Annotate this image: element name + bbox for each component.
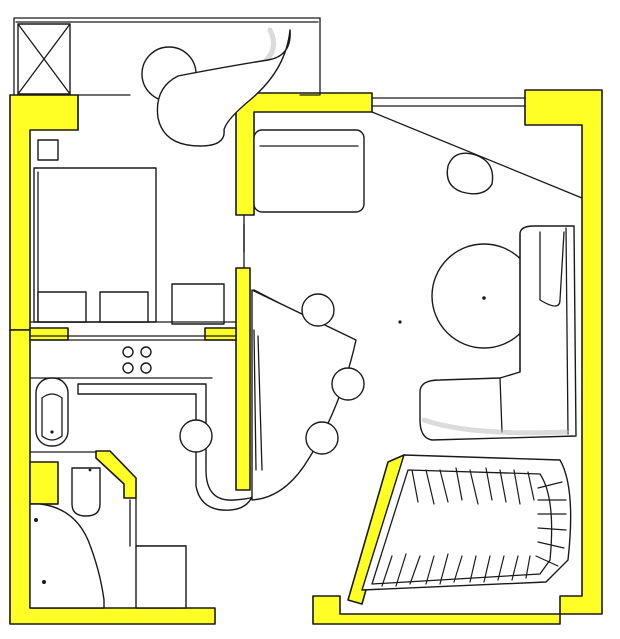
dining (179, 289, 402, 501)
sofa-shading (421, 417, 569, 436)
closet-hangers (381, 467, 567, 587)
toilet-mark (88, 468, 92, 472)
window-top (371, 97, 526, 107)
armchair-icon (253, 129, 365, 213)
bathtub-icon (35, 377, 69, 447)
sofa-seat-line (499, 231, 565, 433)
walls (9, 89, 603, 625)
shower-drain (42, 580, 46, 584)
wall-partition-kitchen (204, 327, 237, 341)
stove-burner-3 (122, 362, 134, 374)
dining-chair-4-icon (179, 419, 213, 453)
wall-partition-vertical (235, 267, 251, 491)
closet (361, 454, 572, 591)
wall-partition-bedroom (29, 327, 69, 341)
closet-rail (371, 469, 553, 585)
wall-bath-diagonal (95, 450, 137, 499)
bathtub-inner (41, 393, 63, 441)
round-table-center (482, 296, 486, 300)
bedroom-wall-line (29, 321, 237, 337)
bedside-table (37, 139, 59, 161)
floor-mark (398, 320, 402, 324)
balcony-lounge-bed (156, 29, 291, 147)
balcony-lounge (141, 29, 291, 147)
sofa-back (565, 227, 569, 435)
bathroom (29, 451, 187, 609)
bed-pillow-1 (37, 291, 87, 323)
bed-pillow-3 (171, 283, 225, 325)
dining-chair-2-icon (331, 367, 365, 401)
dining-chair-3-icon (305, 421, 339, 455)
dining-table-edge (257, 335, 263, 471)
balcony-box-cross (17, 23, 71, 95)
wall-top-right (524, 89, 603, 615)
kitchen-counter-top (29, 339, 237, 379)
sink-mark (34, 518, 38, 522)
living-room (253, 129, 577, 441)
sofa-icon (419, 225, 577, 441)
balcony (13, 17, 321, 131)
wall-top-middle (235, 92, 373, 216)
balcony-outline (13, 17, 321, 96)
dining-chair-1-icon (301, 293, 335, 327)
wall-bath-corner (29, 461, 59, 505)
shower-icon (29, 503, 105, 609)
stove-burner-2 (140, 346, 152, 358)
bathtub-drain (50, 430, 54, 434)
dining-table-edge-2 (253, 329, 257, 471)
balcony-door-left (77, 94, 131, 131)
bedroom (29, 139, 245, 337)
washing-machine-icon (135, 545, 187, 609)
stove-burner-4 (140, 362, 152, 374)
living-chair-icon (446, 152, 494, 195)
bed-pillow-2 (99, 291, 149, 323)
stove-burner-1 (122, 346, 134, 358)
wall-bottom-right (312, 595, 561, 625)
toilet-icon (71, 467, 101, 517)
